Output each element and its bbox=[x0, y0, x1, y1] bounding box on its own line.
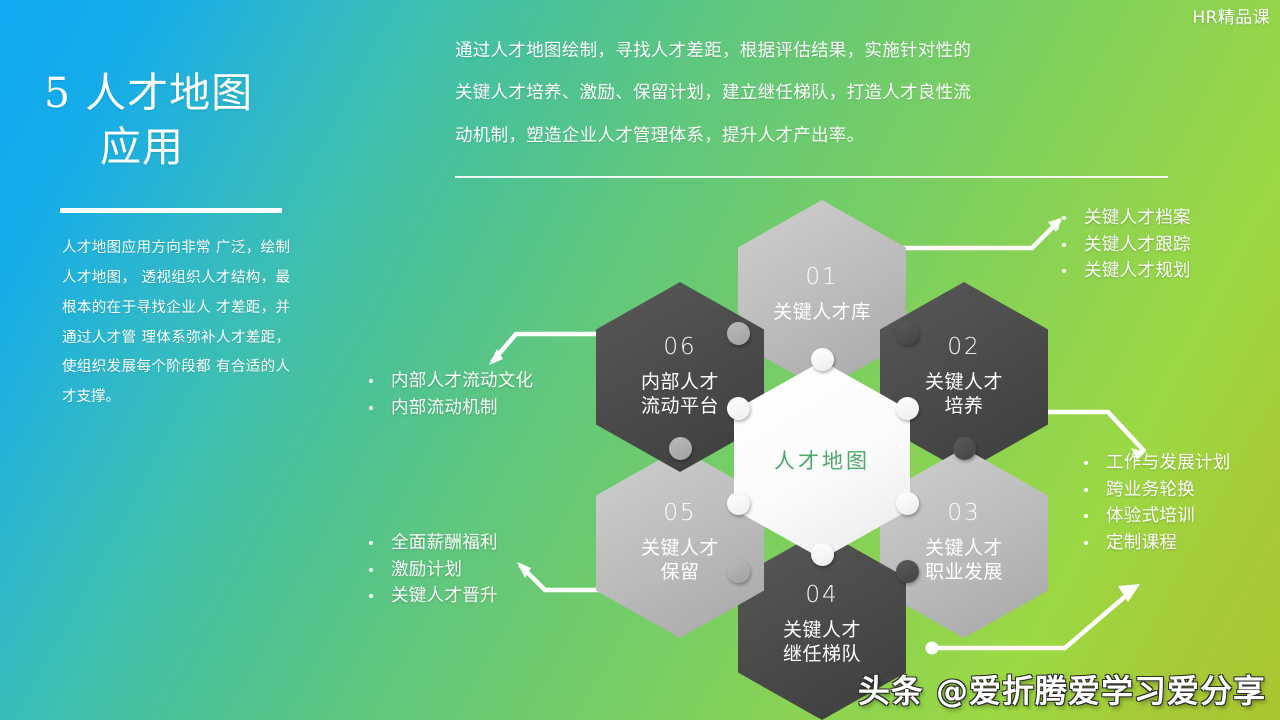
intro-line-3: 动机制，塑造企业人才管理体系，提升人才产出率。 bbox=[455, 125, 865, 146]
puzzle-knob-04-03 bbox=[896, 560, 919, 583]
hex-label: 关键人才 继任梯队 bbox=[782, 618, 861, 665]
puzzle-knob-06-05 bbox=[669, 437, 692, 460]
puzzle-knob-upper-right bbox=[896, 397, 919, 420]
hex-number: 05 bbox=[663, 499, 697, 526]
list-item: 关键人才晋升 bbox=[365, 583, 498, 610]
bullet-list-mid-right: 工作与发展计划 跨业务轮换 体验式培训 定制课程 bbox=[1080, 450, 1231, 556]
puzzle-knob-06-01 bbox=[727, 322, 750, 345]
bullet-list-bottom-left: 全面薪酬福利 激励计划 关键人才晋升 bbox=[365, 530, 498, 610]
puzzle-knob-upper-left bbox=[727, 397, 750, 420]
brand-label: HR精品课 bbox=[1192, 8, 1270, 28]
hex-number: 01 bbox=[805, 263, 839, 290]
puzzle-knob-02-03 bbox=[953, 437, 976, 460]
hex-label: 内部人才 流动平台 bbox=[640, 370, 719, 417]
bullet-list-top-right: 关键人才档案 关键人才跟踪 关键人才规划 bbox=[1058, 205, 1191, 285]
puzzle-knob-top bbox=[811, 348, 834, 371]
hex-label: 关键人才 保留 bbox=[640, 536, 719, 583]
puzzle-knob-05-04 bbox=[727, 560, 750, 583]
intro-divider bbox=[455, 176, 1168, 178]
puzzle-knob-bottom bbox=[811, 543, 834, 566]
puzzle-knob-01-02 bbox=[896, 322, 919, 345]
hex-number: 03 bbox=[947, 499, 981, 526]
list-item: 内部流动机制 bbox=[365, 395, 533, 422]
puzzle-knob-lower-left bbox=[727, 492, 750, 515]
list-item: 关键人才档案 bbox=[1058, 205, 1191, 232]
hex-label: 关键人才 培养 bbox=[924, 370, 1003, 417]
puzzle-knob-lower-right bbox=[896, 492, 919, 515]
page-title: 5 人才地图 应用 bbox=[44, 66, 344, 174]
page-title-line1: 5 人才地图 bbox=[44, 69, 254, 117]
list-item: 关键人才规划 bbox=[1058, 258, 1191, 285]
hex-label: 关键人才 职业发展 bbox=[924, 536, 1003, 583]
lead-paragraph: 人才地图应用方向非常 广泛，绘制人才地图， 透视组织人才结构，最 根本的在于寻找… bbox=[62, 240, 290, 406]
list-item: 定制课程 bbox=[1080, 530, 1231, 557]
hex-center-label: 人才地图 bbox=[774, 449, 870, 473]
list-item: 跨业务轮换 bbox=[1080, 477, 1231, 504]
bullet-list-mid-left: 内部人才流动文化 内部流动机制 bbox=[365, 368, 533, 421]
hex-number: 02 bbox=[947, 333, 981, 360]
hex-number: 06 bbox=[663, 333, 697, 360]
list-item: 工作与发展计划 bbox=[1080, 450, 1231, 477]
list-item: 内部人才流动文化 bbox=[365, 368, 533, 395]
intro-paragraph: 通过人才地图绘制，寻找人才差距，根据评估结果，实施针对性的 关键人才培养、激励、… bbox=[455, 30, 1175, 157]
intro-line-2: 关键人才培养、激励、保留计划，建立继任梯队，打造人才良性流 bbox=[455, 83, 972, 104]
hex-label: 关键人才库 bbox=[773, 300, 871, 323]
list-item: 体验式培训 bbox=[1080, 503, 1231, 530]
list-item: 激励计划 bbox=[365, 557, 498, 584]
intro-line-1: 通过人才地图绘制，寻找人才差距，根据评估结果，实施针对性的 bbox=[455, 41, 972, 61]
hex-number: 04 bbox=[805, 581, 839, 608]
title-divider bbox=[60, 208, 282, 213]
watermark: 头条 @爱折腾爱学习爱分享 bbox=[857, 672, 1266, 710]
list-item: 关键人才跟踪 bbox=[1058, 232, 1191, 259]
list-item: 全面薪酬福利 bbox=[365, 530, 498, 557]
page-title-line2: 应用 bbox=[100, 123, 184, 172]
